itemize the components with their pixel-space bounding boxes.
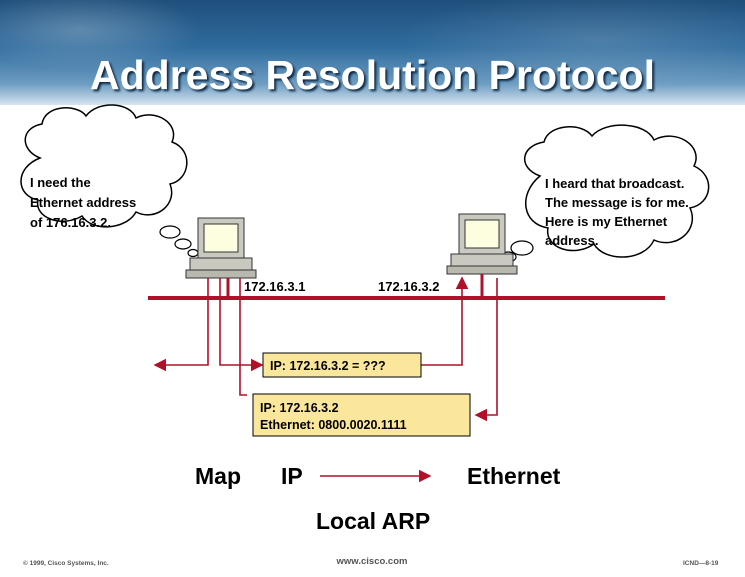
left-thought-line-3: of 176.16.3.2.	[30, 215, 111, 230]
right-thought-line-2: The message is for me.	[545, 195, 689, 210]
page-title: Address Resolution Protocol	[90, 52, 655, 98]
right-thought-cloud: I heard that broadcast. The message is f…	[492, 124, 710, 268]
left-thought-line-1: I need the	[30, 175, 91, 190]
broadcast-arrow-left	[153, 278, 209, 372]
request-box-text: IP: 172.16.3.2 = ???	[270, 359, 386, 373]
left-thought-cloud: I need the Ethernet address of 176.16.3.…	[20, 104, 199, 258]
right-thought-line-4: address.	[545, 233, 598, 248]
map-ethernet-label: Ethernet	[467, 463, 561, 489]
footer-code: ICND—8-19	[683, 560, 719, 567]
reply-to-host-line	[239, 278, 247, 396]
right-thought-line-1: I heard that broadcast.	[545, 176, 684, 191]
reply-arrow	[474, 278, 498, 422]
reply-box	[252, 393, 471, 437]
footer-copyright: © 1999, Cisco Systems, Inc.	[23, 559, 109, 567]
request-arrow	[219, 278, 264, 372]
right-computer-icon	[446, 213, 518, 275]
left-thought-line-2: Ethernet address	[30, 195, 136, 210]
left-computer-icon	[185, 217, 257, 279]
title-banner	[0, 0, 745, 105]
reply-box-line-1: IP: 172.16.3.2	[260, 401, 339, 415]
request-to-host-arrow	[420, 276, 469, 366]
footer-url: www.cisco.com	[336, 556, 408, 567]
right-thought-line-3: Here is my Ethernet	[545, 214, 668, 229]
left-ip-label: 172.16.3.1	[244, 279, 305, 294]
right-ip-label: 172.16.3.2	[378, 279, 439, 294]
map-ip-label: IP	[281, 463, 303, 489]
map-label: Map	[195, 463, 241, 489]
caption: Local ARP	[316, 508, 430, 534]
reply-box-line-2: Ethernet: 0800.0020.1111	[260, 418, 407, 432]
request-box	[262, 352, 422, 378]
